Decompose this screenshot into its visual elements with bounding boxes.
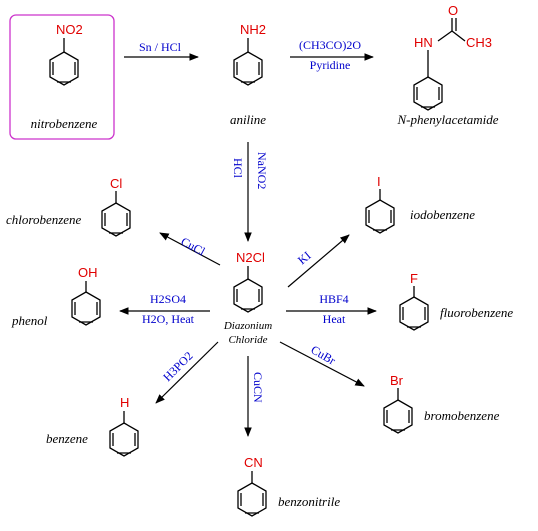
acetanilide-structure	[413, 18, 466, 111]
iodobenzene-name: iodobenzene	[410, 207, 475, 222]
fluorobenzene-name: fluorobenzene	[440, 305, 513, 320]
bromination-arrow	[279, 341, 365, 387]
aniline-name: aniline	[230, 112, 266, 127]
amide-nh-label: HN	[414, 35, 433, 50]
chlorobenzene-structure	[101, 191, 131, 237]
iodination-reagent: KI	[295, 248, 314, 267]
chloro-group-label: Cl	[110, 176, 122, 191]
nitrobenzene-name: nitrobenzene	[31, 116, 98, 131]
benzene-name: benzene	[46, 431, 88, 446]
acetanilide-name: N-phenylacetamide	[396, 112, 498, 127]
iodo-group-label: I	[377, 174, 381, 189]
chlorination-arrow	[159, 232, 221, 266]
nitrobenzene-structure	[49, 38, 79, 86]
acetylation-reagent-top: (CH3CO)2O	[299, 38, 361, 52]
bromination-reagent: CuBr	[309, 342, 339, 367]
phenol-structure	[71, 281, 101, 326]
deamination-reagent: H3PO2	[160, 349, 195, 384]
diazotization-reagent-a: NaNO2	[255, 152, 269, 189]
cyano-group-label: CN	[244, 455, 263, 470]
fluoro-group-label: F	[410, 271, 418, 286]
diazonium-name-line1: Diazonium	[223, 320, 272, 332]
diazonium-group-label: N2Cl	[236, 250, 265, 265]
methyl-label: CH3	[466, 35, 492, 50]
chlorination-reagent: CuCl	[179, 234, 209, 259]
iodobenzene-structure	[365, 189, 395, 234]
nitro-group-label: NO2	[56, 22, 83, 37]
bromo-group-label: Br	[390, 373, 404, 388]
benzonitrile-structure	[237, 471, 267, 517]
deamination-arrow	[155, 341, 219, 404]
fluorination-reagent-bottom: Heat	[323, 312, 346, 326]
diazonium-structure	[233, 266, 263, 313]
amino-group-label: NH2	[240, 22, 266, 37]
bromobenzene-structure	[383, 388, 413, 434]
nitrobenzene-highlight-box	[9, 14, 115, 140]
chlorobenzene-name: chlorobenzene	[6, 212, 82, 227]
benzene-structure	[109, 411, 139, 457]
fluorination-reagent-top: HBF4	[319, 292, 348, 306]
reduction-reagent: Sn / HCl	[139, 40, 182, 54]
iodination-arrow	[287, 234, 350, 288]
benzonitrile-name: benzonitrile	[278, 494, 340, 509]
acetylation-reagent-bottom: Pyridine	[310, 58, 351, 72]
cyanation-reagent: CuCN	[251, 372, 265, 403]
diazonium-name-line2: Chloride	[228, 334, 267, 346]
fluorobenzene-structure	[399, 286, 429, 331]
diazotization-reagent-b: HCl	[231, 158, 245, 179]
bromobenzene-name: bromobenzene	[424, 408, 500, 423]
phenol-name: phenol	[11, 313, 48, 328]
hydrolysis-reagent-top: H2SO4	[150, 292, 186, 306]
hydrolysis-reagent-bottom: H2O, Heat	[142, 312, 195, 326]
hydroxyl-group-label: OH	[78, 265, 98, 280]
aniline-structure	[233, 38, 263, 86]
carbonyl-o-label: O	[448, 3, 458, 18]
hydrogen-group-label: H	[120, 395, 129, 410]
